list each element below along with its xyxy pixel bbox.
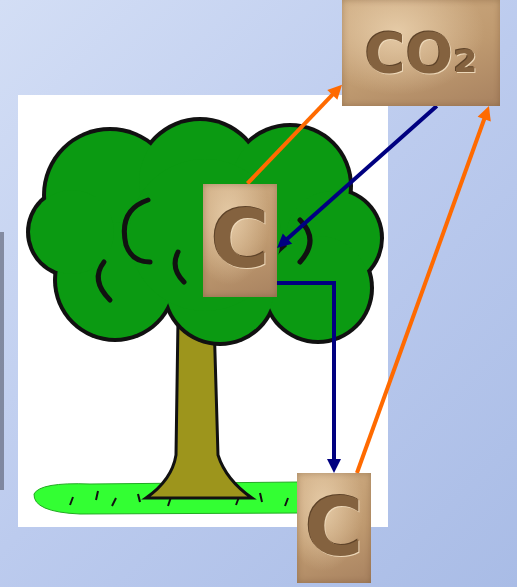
arrow-line: [247, 93, 333, 183]
arrow-line: [357, 117, 485, 473]
arrow-line: [286, 106, 437, 240]
carbon-tile: C: [203, 184, 277, 297]
arrowhead: [478, 106, 491, 122]
edge-bar: [0, 232, 4, 490]
element-label: C: [211, 200, 270, 280]
carbon-tile: CO₂: [342, 0, 500, 106]
arrowhead: [327, 459, 341, 473]
element-label: CO₂: [364, 25, 477, 81]
element-label: C: [305, 488, 364, 568]
tree-trunk: [146, 320, 252, 498]
arrow-line: [277, 283, 334, 461]
tree-canopy: [26, 117, 384, 346]
carbon-flow-arrow: [357, 106, 491, 473]
carbon-flow-arrow: [247, 85, 342, 184]
carbon-flow-arrow: [277, 283, 341, 473]
arrowhead: [277, 233, 292, 248]
picture-ground: [18, 95, 388, 527]
arrowhead: [327, 85, 342, 100]
carbon-flow-arrow: [277, 106, 437, 248]
carbon-tile: C: [297, 473, 371, 583]
